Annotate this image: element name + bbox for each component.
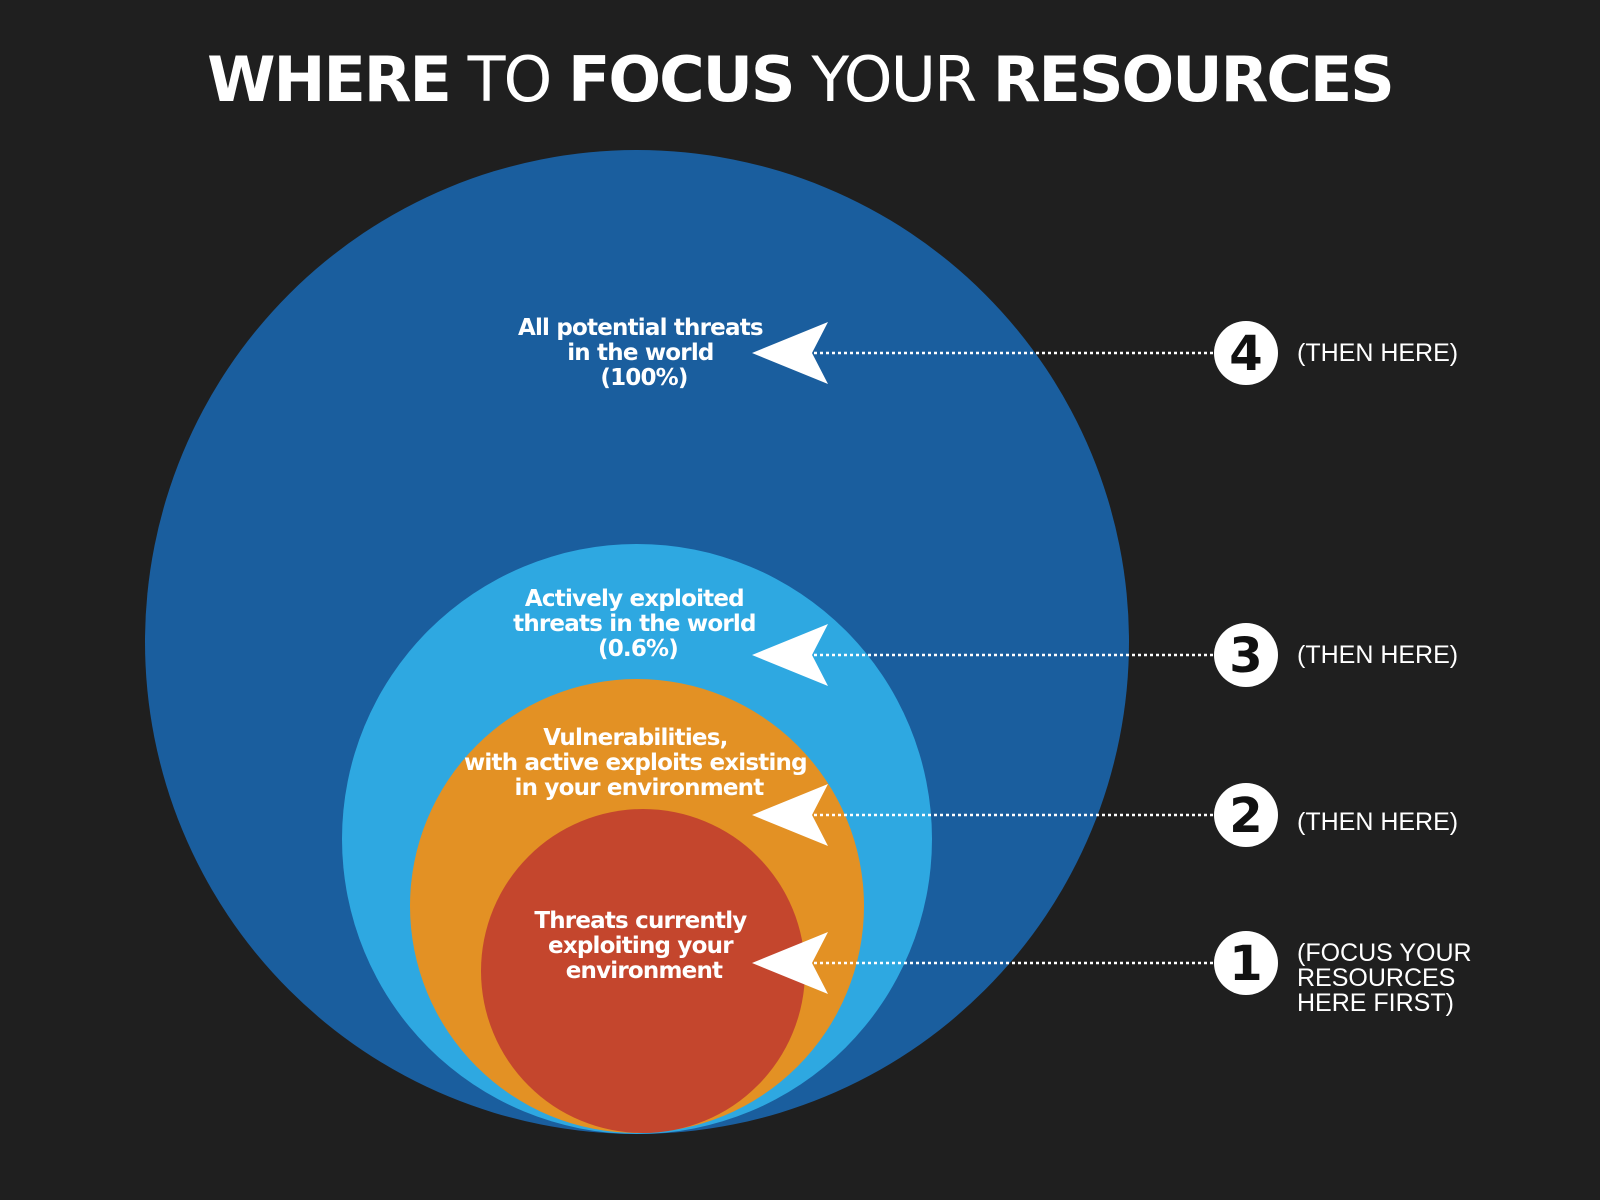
note-then-here-3: (THEN HERE) [1297,641,1458,669]
number-badge-4 [1214,321,1278,385]
label-current-threats-line-3: environment [566,958,723,984]
label-current-threats: Threats currently exploiting your enviro… [534,908,753,984]
note-then-here-4: (THEN HERE) [1297,339,1458,367]
label-actively-exploited: Actively exploited threats in the world … [513,586,763,662]
label-all-threats-line-1: All potential threats [518,315,763,341]
circle-current-threats [481,809,805,1133]
label-vulnerabilities: Vulnerabilities, with active exploits ex… [464,725,814,801]
title-word-to: TO [467,43,553,116]
note-focus-first-line-3: HERE FIRST) [1297,989,1454,1017]
number-badge-2 [1214,783,1278,847]
title-word-resources: RESOURCES [992,43,1395,116]
note-then-here-2: (THEN HERE) [1297,808,1458,836]
label-vulnerabilities-line-2: with active exploits existing [464,750,807,776]
note-focus-first-line-2: RESOURCES [1297,964,1455,992]
label-actively-exploited-line-2: threats in the world [513,611,756,637]
label-all-threats: All potential threats in the world (100%… [518,315,770,391]
number-badge-4-label: 4 [1229,326,1262,382]
number-badge-2-label: 2 [1229,788,1262,844]
number-badge-1-label: 1 [1229,936,1262,992]
label-all-threats-line-3: (100%) [600,365,687,391]
title-word-your: YOUR [811,43,977,116]
number-badge-3-label: 3 [1229,628,1262,684]
title-word-focus: FOCUS [568,43,796,116]
arrowhead-1 [752,932,828,994]
label-actively-exploited-line-1: Actively exploited [525,586,744,612]
label-vulnerabilities-line-3: in your environment [515,775,765,801]
note-focus-first-line-1: (FOCUS YOUR [1297,939,1472,967]
number-badge-3 [1214,623,1278,687]
arrowhead-4 [752,322,828,384]
label-all-threats-line-2: in the world [567,340,713,366]
title-word-where: WHERE [207,43,452,116]
label-vulnerabilities-line-1: Vulnerabilities, [543,725,727,751]
page-title: WHERE TO FOCUS YOUR RESOURCES [0,40,1600,120]
label-actively-exploited-line-3: (0.6%) [598,636,678,662]
label-current-threats-line-2: exploiting your [548,933,734,959]
arrowhead-3 [752,624,828,686]
note-focus-first: (FOCUS YOUR RESOURCES HERE FIRST) [1297,939,1479,1017]
arrowhead-2 [752,784,828,846]
number-badge-1 [1214,931,1278,995]
label-current-threats-line-1: Threats currently [534,908,747,934]
